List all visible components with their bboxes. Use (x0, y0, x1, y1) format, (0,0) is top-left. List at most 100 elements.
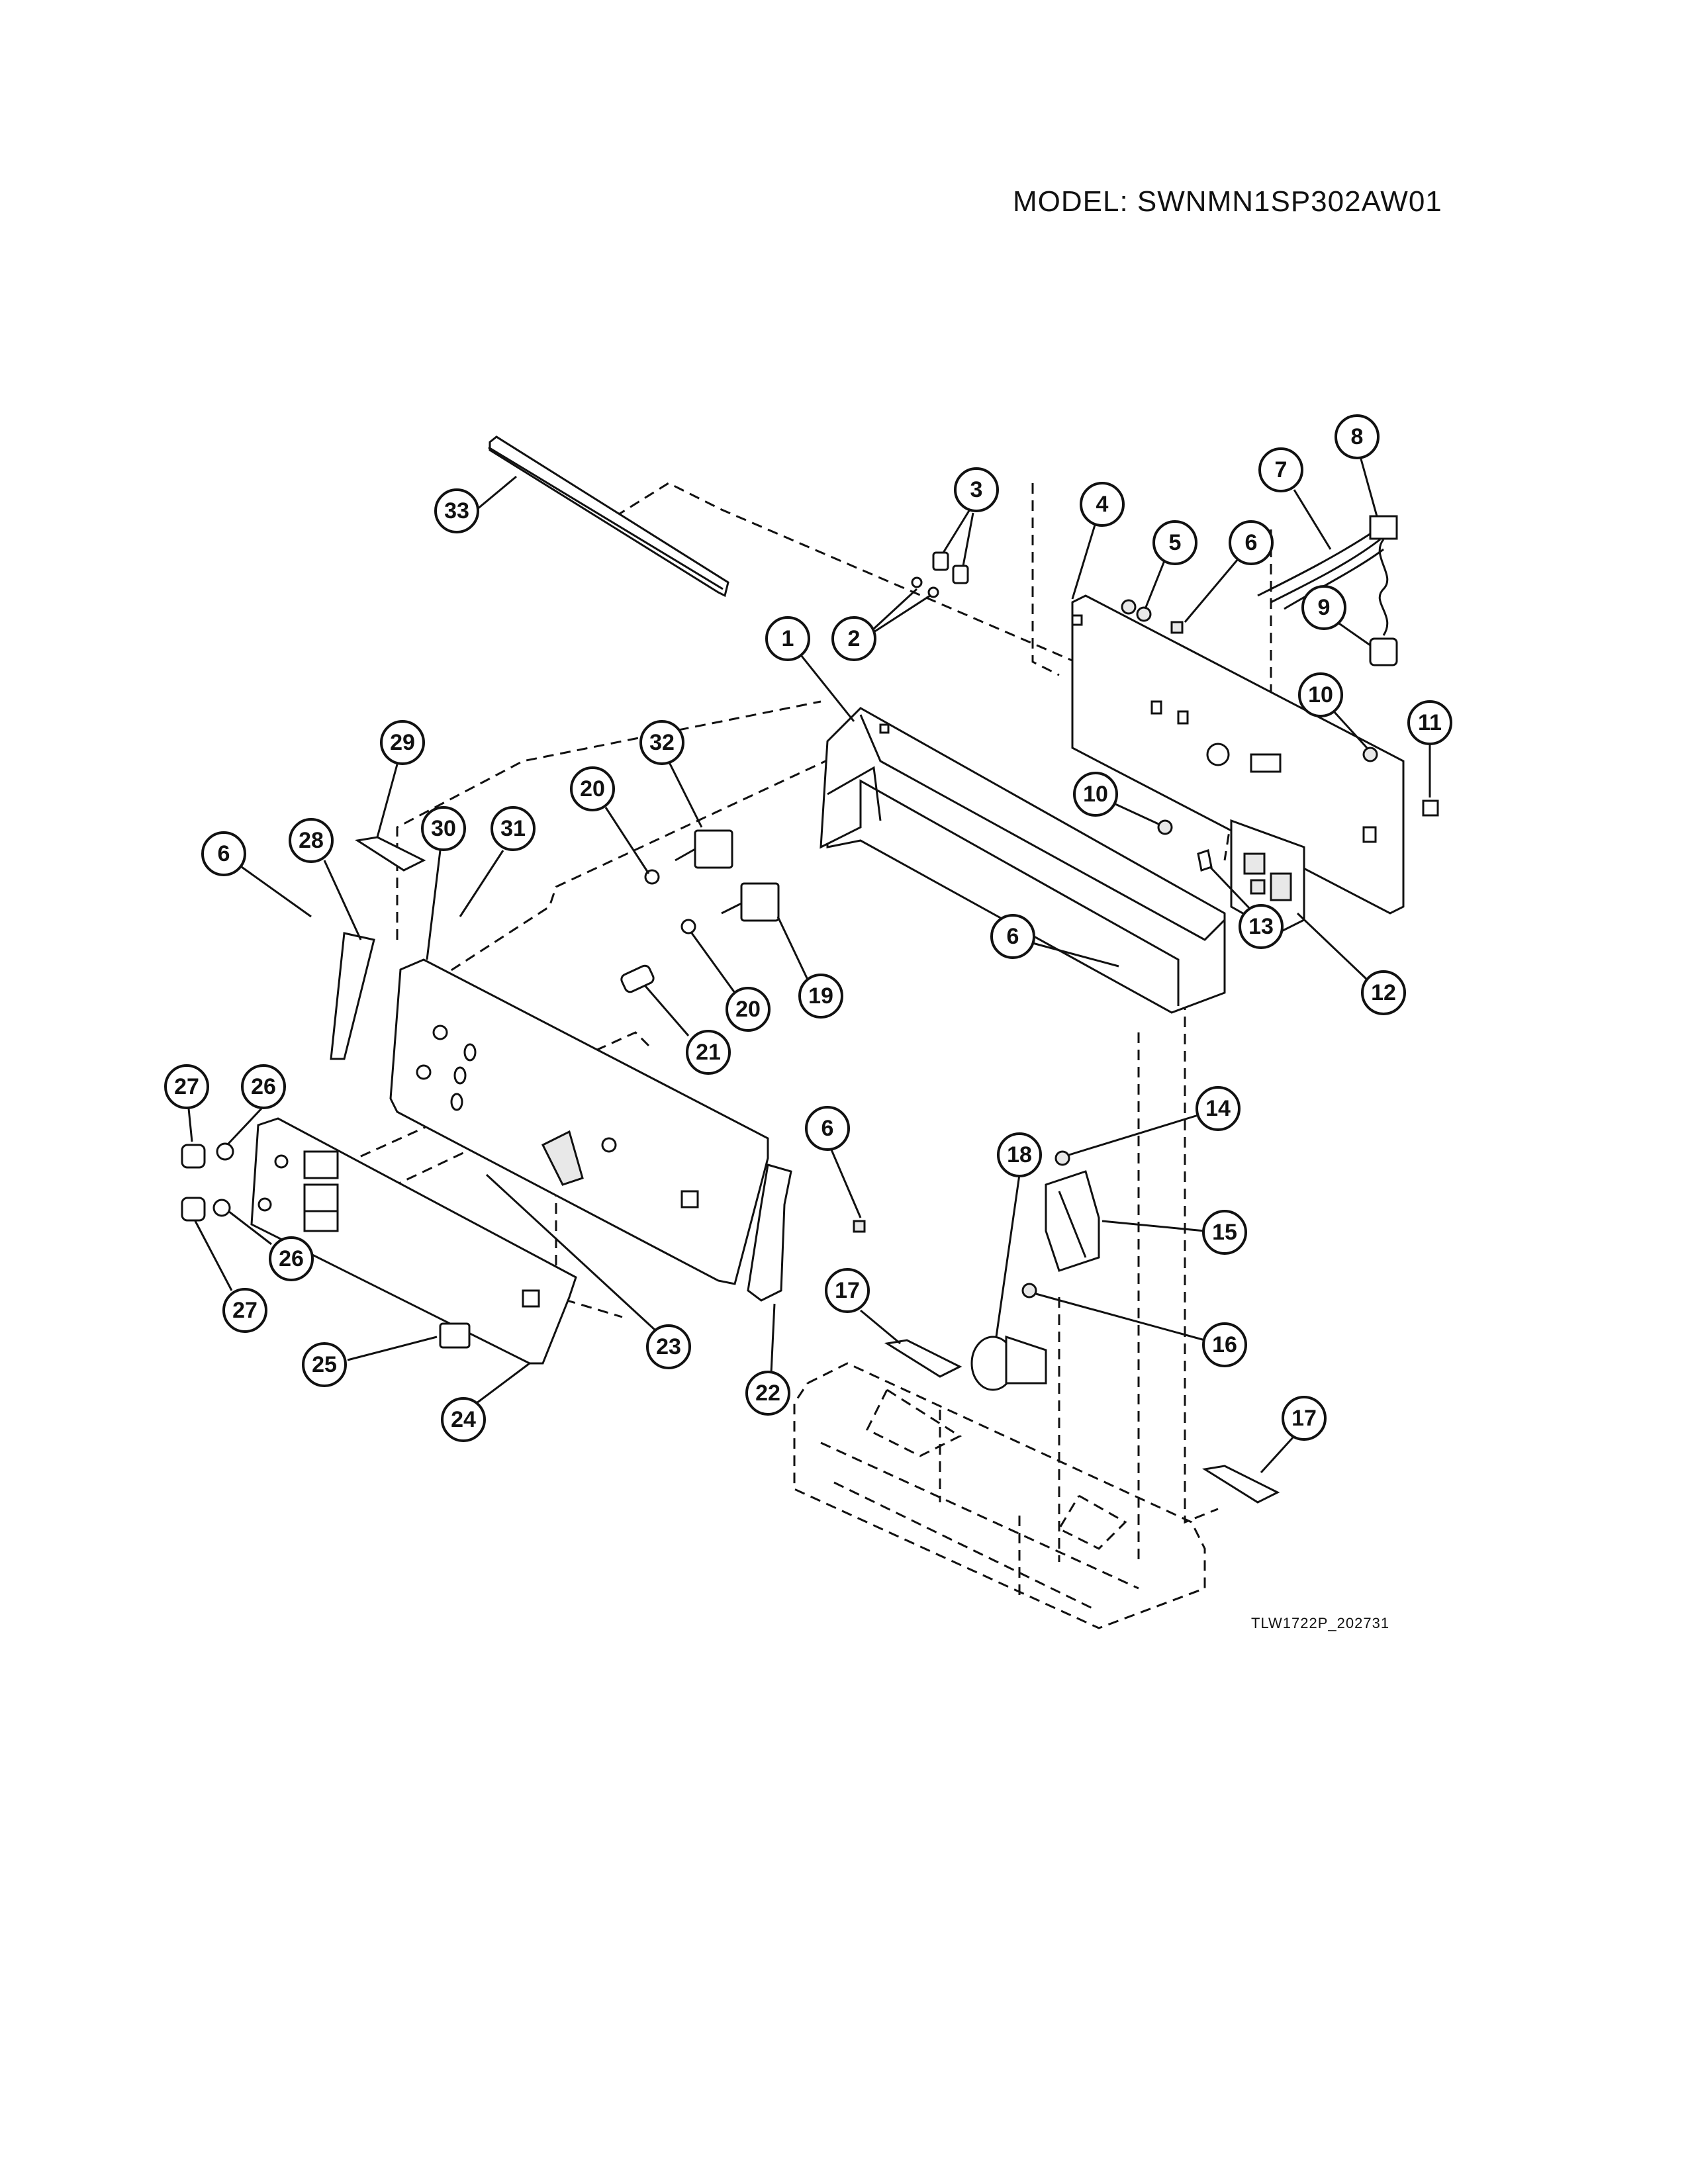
callout-11: 11 (1407, 700, 1452, 797)
callout-28: 28 (289, 818, 362, 940)
circuit-board-part (1230, 819, 1305, 934)
svg-text:18: 18 (1007, 1142, 1032, 1167)
end-bracket-part (330, 932, 375, 1060)
callout-20: 20 (690, 933, 771, 1032)
clip-part (1422, 799, 1439, 817)
callout-20: 20 (570, 766, 650, 874)
svg-text:8: 8 (1351, 424, 1364, 449)
callout-6: 6 (201, 831, 312, 918)
screw-part (1055, 1150, 1070, 1166)
svg-text:15: 15 (1212, 1220, 1237, 1245)
callout-12: 12 (1296, 912, 1406, 1015)
svg-text:12: 12 (1371, 980, 1396, 1005)
control-bracket-plate-part (1071, 594, 1405, 915)
pushbutton-part (620, 964, 655, 993)
console-frame-part (820, 707, 1226, 1014)
callout-17: 17 (825, 1268, 901, 1345)
svg-text:14: 14 (1205, 1096, 1231, 1121)
callout-23: 23 (485, 1173, 691, 1369)
callout-19: 19 (776, 916, 843, 1019)
screw-part (1362, 747, 1378, 762)
trim-strip-part (489, 435, 729, 598)
callout-8: 8 (1335, 414, 1380, 517)
svg-text:13: 13 (1248, 914, 1274, 939)
svg-text:32: 32 (649, 730, 675, 755)
model-label: MODEL: SWNMN1SP302AW01 (1013, 185, 1442, 218)
callout-26: 26 (227, 1064, 286, 1145)
svg-text:6: 6 (218, 841, 230, 866)
svg-text:24: 24 (451, 1407, 476, 1432)
drawing-code: TLW1722P_202731 (1251, 1615, 1390, 1631)
svg-text:21: 21 (696, 1040, 721, 1065)
rotary-switch-part (675, 829, 733, 869)
callout-21: 21 (644, 985, 731, 1075)
callout-6: 6 (990, 914, 1119, 968)
nut-part (1136, 606, 1152, 622)
callout-5: 5 (1144, 520, 1197, 610)
knob-part (181, 1142, 234, 1222)
svg-text:20: 20 (735, 997, 761, 1022)
washer-part (680, 919, 696, 934)
callout-33: 33 (434, 475, 517, 533)
callout-2: 2 (831, 588, 931, 661)
screw-part (1021, 1283, 1037, 1298)
callout-18: 18 (995, 1132, 1042, 1338)
callout-22: 22 (745, 1303, 790, 1416)
svg-text:6: 6 (821, 1116, 834, 1141)
clip-pair-part (911, 551, 969, 598)
callout-31: 31 (459, 806, 536, 917)
callout-27: 27 (194, 1220, 267, 1333)
svg-text:6: 6 (1007, 924, 1019, 949)
wire-harness-part (1257, 515, 1398, 666)
callout-1: 1 (765, 616, 855, 722)
callout-15: 15 (1102, 1210, 1247, 1255)
svg-text:26: 26 (279, 1246, 304, 1271)
callout-13: 13 (1209, 866, 1284, 949)
pressure-switch-part (970, 1335, 1047, 1391)
svg-text:5: 5 (1169, 530, 1182, 555)
callout-29: 29 (376, 720, 425, 838)
svg-text:22: 22 (755, 1381, 780, 1406)
svg-text:10: 10 (1083, 782, 1108, 807)
svg-text:31: 31 (500, 816, 526, 841)
callout-6: 6 (805, 1106, 862, 1218)
screw-part (1157, 819, 1173, 835)
svg-text:23: 23 (656, 1334, 681, 1359)
transformer-part (1045, 1170, 1100, 1272)
svg-text:2: 2 (848, 626, 861, 651)
label-part (1201, 1465, 1280, 1504)
callout-25: 25 (302, 1336, 438, 1387)
svg-text:33: 33 (444, 498, 469, 523)
svg-text:30: 30 (431, 816, 456, 841)
rotary-switch-part (721, 882, 780, 922)
callout-9: 9 (1301, 585, 1371, 647)
label-part (354, 836, 426, 872)
callout-17: 17 (1260, 1396, 1327, 1474)
callout-6: 6 (1184, 520, 1274, 623)
callout-10: 10 (1298, 672, 1368, 749)
svg-text:9: 9 (1318, 595, 1331, 620)
svg-text:16: 16 (1212, 1332, 1237, 1357)
callouts: 1 2 3 4 5 6 7 8 9 10 10 11 12 13 14 15 1… (164, 414, 1452, 1474)
svg-text:7: 7 (1275, 457, 1288, 482)
svg-text:27: 27 (174, 1074, 199, 1099)
callout-14: 14 (1068, 1086, 1241, 1156)
callout-3: 3 (942, 467, 999, 567)
callout-4: 4 (1071, 482, 1125, 600)
svg-text:1: 1 (782, 626, 794, 651)
svg-text:11: 11 (1418, 710, 1442, 735)
svg-text:26: 26 (251, 1074, 276, 1099)
svg-text:6: 6 (1245, 530, 1258, 555)
svg-text:3: 3 (970, 477, 983, 502)
label-part (884, 1339, 962, 1378)
callout-26: 26 (228, 1210, 314, 1281)
svg-text:17: 17 (835, 1278, 860, 1303)
clip-part (1197, 849, 1213, 872)
callout-24: 24 (441, 1362, 530, 1442)
screw-part (853, 1220, 866, 1233)
end-bracket-part (747, 1163, 792, 1302)
callout-7: 7 (1258, 447, 1332, 550)
callout-32: 32 (639, 720, 703, 828)
svg-text:4: 4 (1096, 492, 1109, 517)
